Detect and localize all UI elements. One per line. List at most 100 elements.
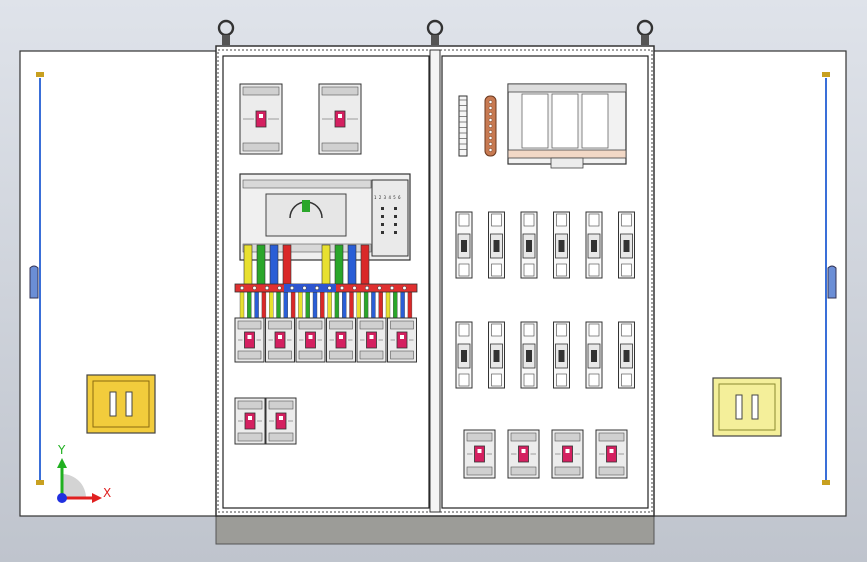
busbar-hole	[264, 285, 270, 291]
copper-hole	[488, 142, 493, 146]
busbar-hole	[302, 285, 307, 291]
wire	[320, 291, 325, 319]
coordinate-triad-icon: Y X	[57, 443, 111, 503]
wire	[256, 244, 266, 286]
contactor-icon[interactable]	[265, 317, 295, 363]
center-post	[429, 49, 441, 513]
hinge-icon	[36, 72, 44, 77]
wire	[400, 291, 405, 319]
fuse-holder-icon[interactable]	[488, 321, 505, 389]
contactor-icon[interactable]	[295, 317, 326, 363]
plc-led	[394, 207, 397, 210]
wire	[321, 244, 331, 286]
door-latch-icon[interactable]	[29, 265, 39, 299]
plc-led	[394, 215, 397, 218]
wire	[269, 291, 274, 319]
wire	[407, 291, 413, 319]
lifting-eye-icon	[217, 19, 235, 45]
wire	[305, 291, 310, 319]
terminal-strip	[458, 95, 468, 157]
breaker-icon[interactable]	[463, 429, 496, 479]
plc-led	[381, 215, 384, 218]
fuse-holder-icon[interactable]	[618, 321, 635, 389]
contactor-icon[interactable]	[387, 317, 417, 363]
wire	[254, 291, 259, 319]
wire	[261, 291, 267, 319]
busbar-hole	[314, 285, 320, 291]
fuse-holder-icon[interactable]	[618, 211, 635, 279]
plc-display-text: 1 2 3 4 5 6	[374, 195, 401, 200]
wire	[276, 291, 281, 319]
wire	[239, 291, 245, 319]
breaker-icon[interactable]	[595, 429, 628, 479]
wire	[283, 291, 288, 319]
wire	[269, 244, 279, 286]
fuse-holder-icon[interactable]	[520, 211, 538, 279]
busbar	[234, 283, 418, 293]
busbar-hole	[327, 285, 332, 291]
wire	[298, 291, 303, 319]
wire	[378, 291, 383, 319]
copper-hole	[488, 136, 493, 140]
wire	[312, 291, 318, 319]
busbar-hole	[352, 285, 357, 291]
plc-led	[381, 223, 384, 226]
plc-led	[394, 231, 397, 234]
lock-icon[interactable]	[712, 377, 782, 437]
breaker-icon[interactable]	[318, 83, 362, 155]
breaker-icon[interactable]	[239, 83, 283, 155]
copper-ground-bar	[484, 95, 497, 157]
plc-led	[381, 231, 384, 234]
copper-hole	[488, 124, 493, 128]
wire	[327, 291, 332, 319]
fuse-holder-icon[interactable]	[553, 321, 570, 389]
wire	[371, 291, 376, 319]
busbar-hole	[364, 285, 370, 291]
fuse-holder-icon[interactable]	[585, 321, 603, 389]
busbar-hole	[339, 285, 345, 291]
wire	[363, 291, 369, 319]
cabinet-plinth	[215, 513, 655, 545]
breaker-icon[interactable]	[551, 429, 584, 479]
lifting-eye-icon	[636, 19, 654, 45]
breaker-icon[interactable]	[265, 397, 297, 445]
wire	[342, 291, 347, 319]
wire	[247, 291, 252, 319]
fuse-holder-icon[interactable]	[520, 321, 538, 389]
power-meter-box[interactable]	[507, 83, 627, 169]
wire	[334, 244, 344, 286]
left-door[interactable]	[19, 50, 218, 517]
busbar-hole	[277, 285, 282, 291]
breaker-icon[interactable]	[507, 429, 540, 479]
busbar-hole	[389, 285, 395, 291]
axis-label-y: Y	[57, 443, 66, 457]
fuse-holder-icon[interactable]	[553, 211, 570, 279]
busbar-hole	[252, 285, 257, 291]
contactor-icon[interactable]	[356, 317, 387, 363]
wire	[347, 244, 357, 286]
lock-icon[interactable]	[86, 374, 156, 434]
fuse-holder-icon[interactable]	[455, 211, 473, 279]
breaker-icon[interactable]	[234, 397, 266, 445]
door-latch-icon[interactable]	[827, 265, 837, 299]
fuse-holder-icon[interactable]	[488, 211, 505, 279]
busbar-hole	[377, 285, 382, 291]
wire	[334, 291, 340, 319]
busbar-hole	[402, 285, 407, 291]
wire	[243, 244, 253, 286]
hinge-icon	[822, 72, 830, 77]
wire	[349, 291, 354, 319]
fuse-holder-icon[interactable]	[455, 321, 473, 389]
copper-hole	[488, 100, 493, 104]
hinge-icon	[36, 480, 44, 485]
right-door[interactable]	[652, 50, 847, 517]
fuse-holder-icon[interactable]	[585, 211, 603, 279]
lifting-eye-icon	[426, 19, 444, 45]
wire	[290, 291, 296, 319]
contactor-icon[interactable]	[234, 317, 265, 363]
copper-hole	[488, 112, 493, 116]
wire	[360, 244, 370, 286]
copper-hole	[488, 148, 493, 152]
contactor-icon[interactable]	[326, 317, 356, 363]
